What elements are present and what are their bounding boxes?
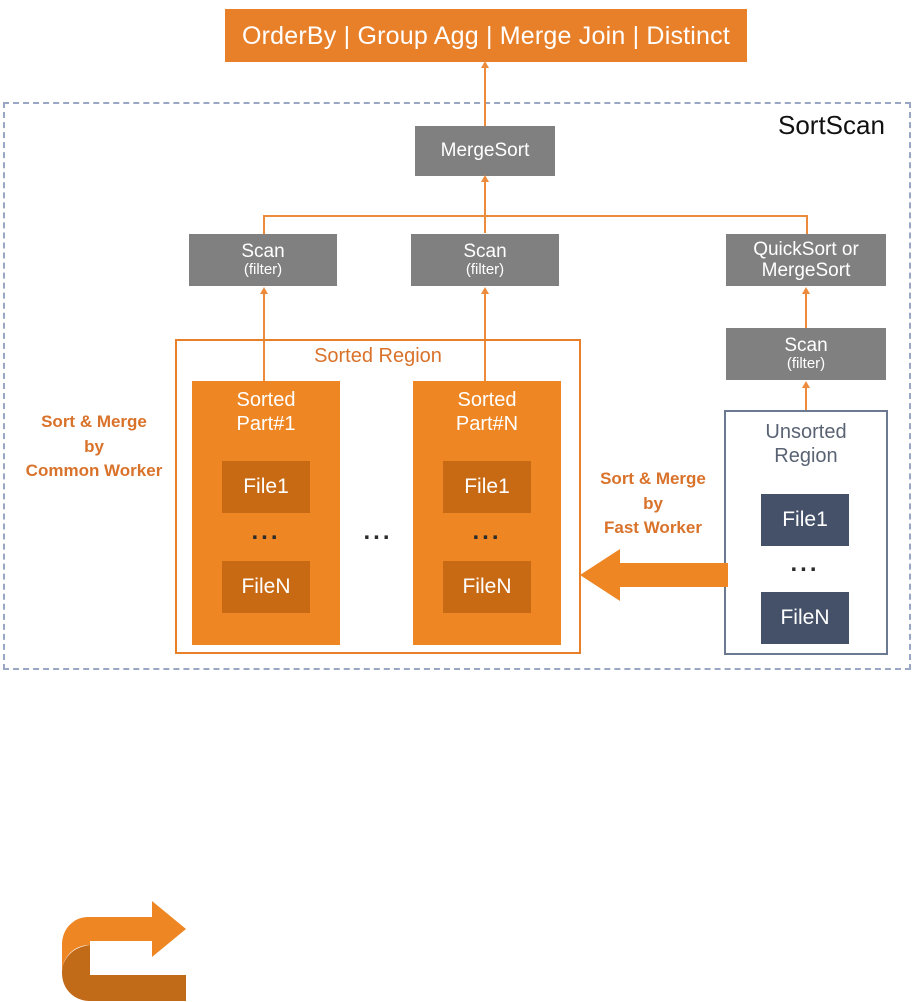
connector-bus-vertical — [484, 181, 486, 233]
connector-bus-horizontal — [263, 215, 808, 217]
sorted-region-parts-ellipsis-label: ... — [363, 518, 393, 545]
node-quicksort-or-mergesort: QuickSort or MergeSort — [726, 234, 886, 286]
diagram-canvas: SortScan OrderBy | Group Agg | Merge Joi… — [3, 9, 911, 1001]
sorted-part-1-file-n-label: FileN — [241, 575, 291, 598]
node-scan-mid-label: Scan — [463, 240, 507, 262]
node-scan-left-label: Scan — [241, 240, 285, 262]
sortscan-title: SortScan — [778, 110, 885, 140]
sortscan-boundary — [3, 102, 911, 670]
annotation-common-worker-line1: Sort & Merge — [41, 412, 147, 431]
connector-unsorted-to-scanright — [805, 386, 807, 410]
sorted-region-parts-ellipsis: ... — [348, 518, 408, 545]
sorted-region: Sorted Region — [175, 339, 581, 654]
arrowhead-to-scanright — [802, 381, 810, 388]
arrowhead-to-scanleft — [260, 287, 268, 294]
sorted-part-n-title-line2: Part#N — [455, 412, 519, 435]
sorted-part-1-ellipsis-label: ... — [251, 518, 281, 545]
fast-worker-left-arrow-icon — [580, 549, 728, 601]
annotation-fast-worker: Sort & Merge by Fast Worker — [586, 467, 720, 541]
top-operators-bar: OrderBy | Group Agg | Merge Join | Disti… — [225, 9, 747, 62]
annotation-fast-worker-line2: by — [643, 493, 663, 513]
arrowhead-to-scanmid — [481, 287, 489, 294]
annotation-common-worker-line2: by — [84, 436, 104, 456]
node-scan-right: Scan (filter) — [726, 328, 886, 380]
unsorted-region-file-n: FileN — [761, 592, 849, 644]
sorted-part-n-file-n-label: FileN — [462, 575, 512, 598]
arrowhead-to-mergesort — [481, 175, 489, 182]
node-mergesort: MergeSort — [415, 126, 555, 176]
sorted-part-n-ellipsis-label: ... — [472, 518, 502, 545]
node-mergesort-label: MergeSort — [440, 140, 530, 162]
node-scan-mid: Scan (filter) — [411, 234, 559, 286]
sorted-part-1-title-line1: Sorted — [236, 389, 296, 411]
sorted-part-1-file-1-label: File1 — [243, 475, 289, 498]
common-worker-curved-arrow-icon — [62, 901, 186, 1001]
sorted-part-n-title-line1: Sorted — [457, 389, 517, 411]
annotation-fast-worker-line1: Sort & Merge — [600, 469, 706, 488]
annotation-common-worker-line3: Common Worker — [25, 461, 163, 481]
sorted-part-n-file-1: File1 — [443, 461, 531, 513]
unsorted-region-title-line1: Unsorted — [765, 421, 847, 443]
sorted-part-1-file-1: File1 — [222, 461, 310, 513]
node-scan-mid-sub: (filter) — [465, 261, 505, 279]
node-scan-right-label: Scan — [784, 334, 828, 356]
sorted-part-1-file-n: FileN — [222, 561, 310, 613]
connector-scanright-to-quicksort — [805, 292, 807, 328]
annotation-common-worker: Sort & Merge by Common Worker — [10, 410, 186, 1001]
connector-bus-right-drop — [806, 215, 808, 235]
connector-part1-to-scanleft — [263, 292, 265, 382]
connector-bus-left-drop — [263, 215, 265, 235]
sorted-part-n-file-n: FileN — [443, 561, 531, 613]
unsorted-region-ellipsis-label: ... — [790, 550, 820, 577]
sorted-part-1-ellipsis: ... — [222, 518, 310, 545]
node-quicksort-label-line2: MergeSort — [761, 260, 851, 281]
node-quicksort-label-line1: QuickSort or — [753, 238, 859, 260]
annotation-fast-worker-line3: Fast Worker — [604, 518, 702, 538]
arrowhead-to-quicksort — [802, 287, 810, 294]
sorted-region-title: Sorted Region — [314, 345, 442, 367]
node-scan-right-sub: (filter) — [786, 355, 826, 373]
unsorted-region-file-n-label: FileN — [780, 606, 830, 629]
sorted-part-1-title-line2: Part#1 — [236, 412, 296, 435]
connector-mergesort-to-topbar — [484, 64, 486, 126]
top-operators-label: OrderBy | Group Agg | Merge Join | Disti… — [242, 21, 730, 50]
unsorted-region-title-line2: Region — [774, 445, 838, 467]
unsorted-region-file-1: File1 — [761, 494, 849, 546]
connector-partn-to-scanmid — [484, 292, 486, 382]
arrowhead-to-topbar — [481, 61, 489, 68]
sorted-part-n-ellipsis: ... — [443, 518, 531, 545]
node-scan-left-sub: (filter) — [243, 261, 283, 279]
unsorted-region-file-1-label: File1 — [782, 508, 828, 531]
unsorted-region-ellipsis: ... — [761, 550, 849, 577]
node-scan-left: Scan (filter) — [189, 234, 337, 286]
sorted-part-n-file-1-label: File1 — [464, 475, 510, 498]
